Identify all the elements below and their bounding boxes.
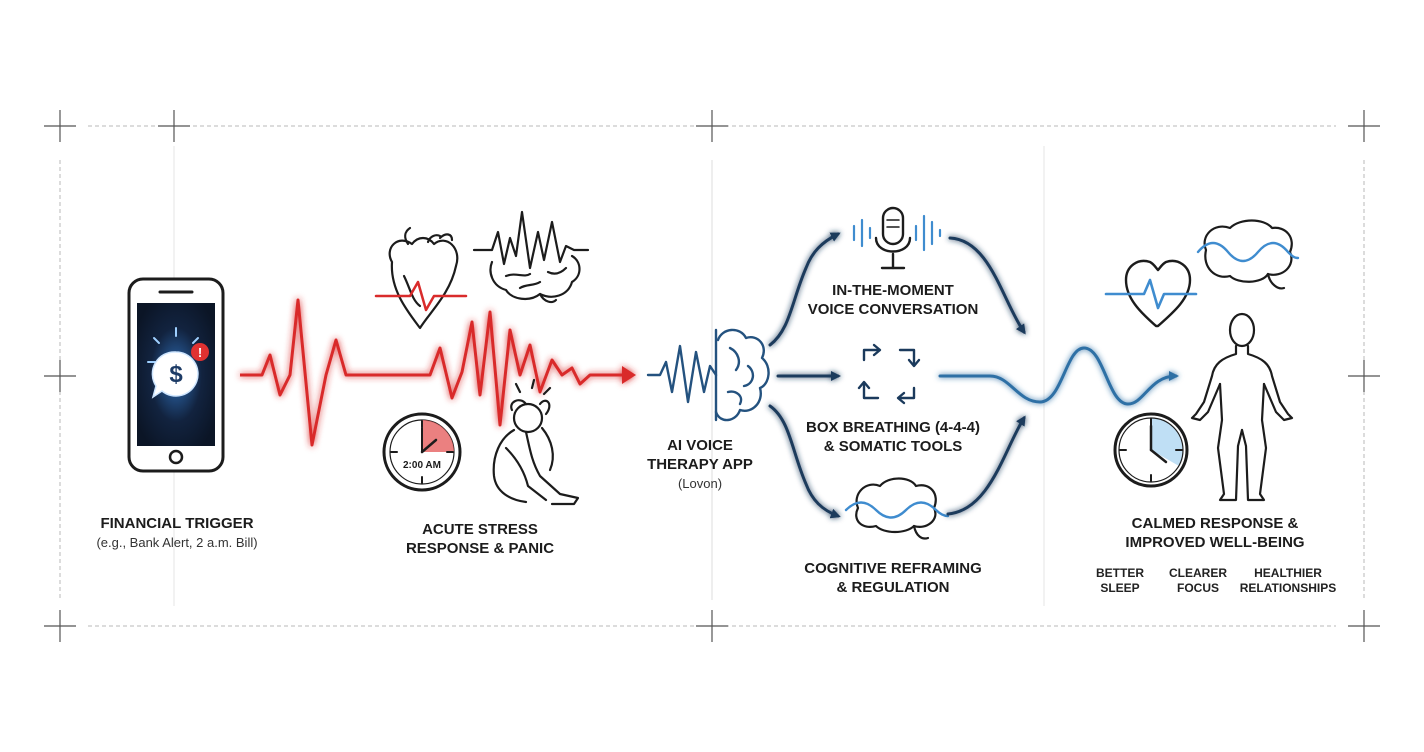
heart-icon (374, 226, 468, 330)
clock-icon: 2:00 AM (382, 412, 462, 492)
svg-text:$: $ (169, 361, 183, 388)
tool-reframing-line1: COGNITIVE REFRAMING (804, 560, 982, 577)
crop-marks (44, 110, 1380, 642)
benefit-sleep-line1: BETTER (1096, 566, 1144, 580)
trigger-label: FINANCIAL TRIGGER (e.g., Bank Alert, 2 a… (72, 514, 282, 552)
heart-pulse-icon (1104, 259, 1198, 328)
clock-time-label: 2:00 AM (403, 460, 441, 471)
benefit-focus-line2: FOCUS (1177, 581, 1219, 595)
outcome-title-line1: CALMED RESPONSE & (1131, 515, 1299, 532)
brain-icon (646, 328, 770, 422)
microphone-icon (852, 206, 942, 270)
benefit-focus-line1: CLEARER (1168, 566, 1227, 580)
app-title-line2: THERAPY APP (647, 456, 753, 473)
stress-label: ACUTE STRESS RESPONSE & PANIC (380, 520, 580, 558)
calm-clock-icon (1113, 412, 1189, 488)
cycle-arrows-icon (857, 343, 921, 405)
tool-breathing-label: BOX BREATHING (4-4-4) & SOMATIC TOOLS (793, 418, 993, 456)
benefit-sleep-line2: SLEEP (1100, 581, 1140, 595)
stress-signal-line (240, 298, 636, 447)
tool-voice-label: IN-THE-MOMENT VOICE CONVERSATION (793, 281, 993, 319)
outcome-title-line2: IMPROVED WELL-BEING (1125, 534, 1305, 551)
tool-voice-line2: VOICE CONVERSATION (807, 301, 979, 318)
alert-icon: ! (191, 343, 209, 361)
tool-breathing-line1: BOX BREATHING (4-4-4) (806, 419, 980, 436)
brain-spike-icon (472, 210, 590, 304)
brain-wave-icon (844, 477, 950, 540)
person-icon (1190, 312, 1294, 502)
app-label: AI VOICE THERAPY APP (Lovon) (630, 436, 770, 493)
svg-text:!: ! (198, 345, 202, 360)
trigger-title: FINANCIAL TRIGGER (100, 515, 254, 532)
tool-voice-line1: IN-THE-MOMENT (832, 282, 954, 299)
benefit-relationships-line2: RELATIONSHIPS (1239, 581, 1337, 595)
stress-title-line2: RESPONSE & PANIC (405, 540, 555, 557)
benefit-sleep: BETTER SLEEP (1092, 566, 1148, 596)
calm-brain-icon (1196, 219, 1300, 290)
benefit-relationships-line1: HEALTHIER (1254, 566, 1322, 580)
calm-flow-lines (938, 236, 1179, 516)
tool-breathing-line2: & SOMATIC TOOLS (823, 438, 963, 455)
benefit-focus: CLEARER FOCUS (1166, 566, 1230, 596)
stress-title-line1: ACUTE STRESS (422, 521, 538, 538)
benefit-relationships: HEALTHIER RELATIONSHIPS (1236, 566, 1340, 596)
branch-arrows (768, 232, 841, 519)
trigger-subtitle: (e.g., Bank Alert, 2 a.m. Bill) (96, 535, 258, 550)
distressed-person-icon (492, 378, 580, 506)
dollar-chat-icon: $ (151, 351, 199, 399)
app-title-line1: AI VOICE (667, 437, 733, 454)
tool-reframing-line2: & REGULATION (836, 579, 950, 596)
outcome-label: CALMED RESPONSE & IMPROVED WELL-BEING (1110, 514, 1320, 552)
tool-reframing-label: COGNITIVE REFRAMING & REGULATION (793, 559, 993, 597)
app-subtitle: (Lovon) (677, 476, 723, 491)
